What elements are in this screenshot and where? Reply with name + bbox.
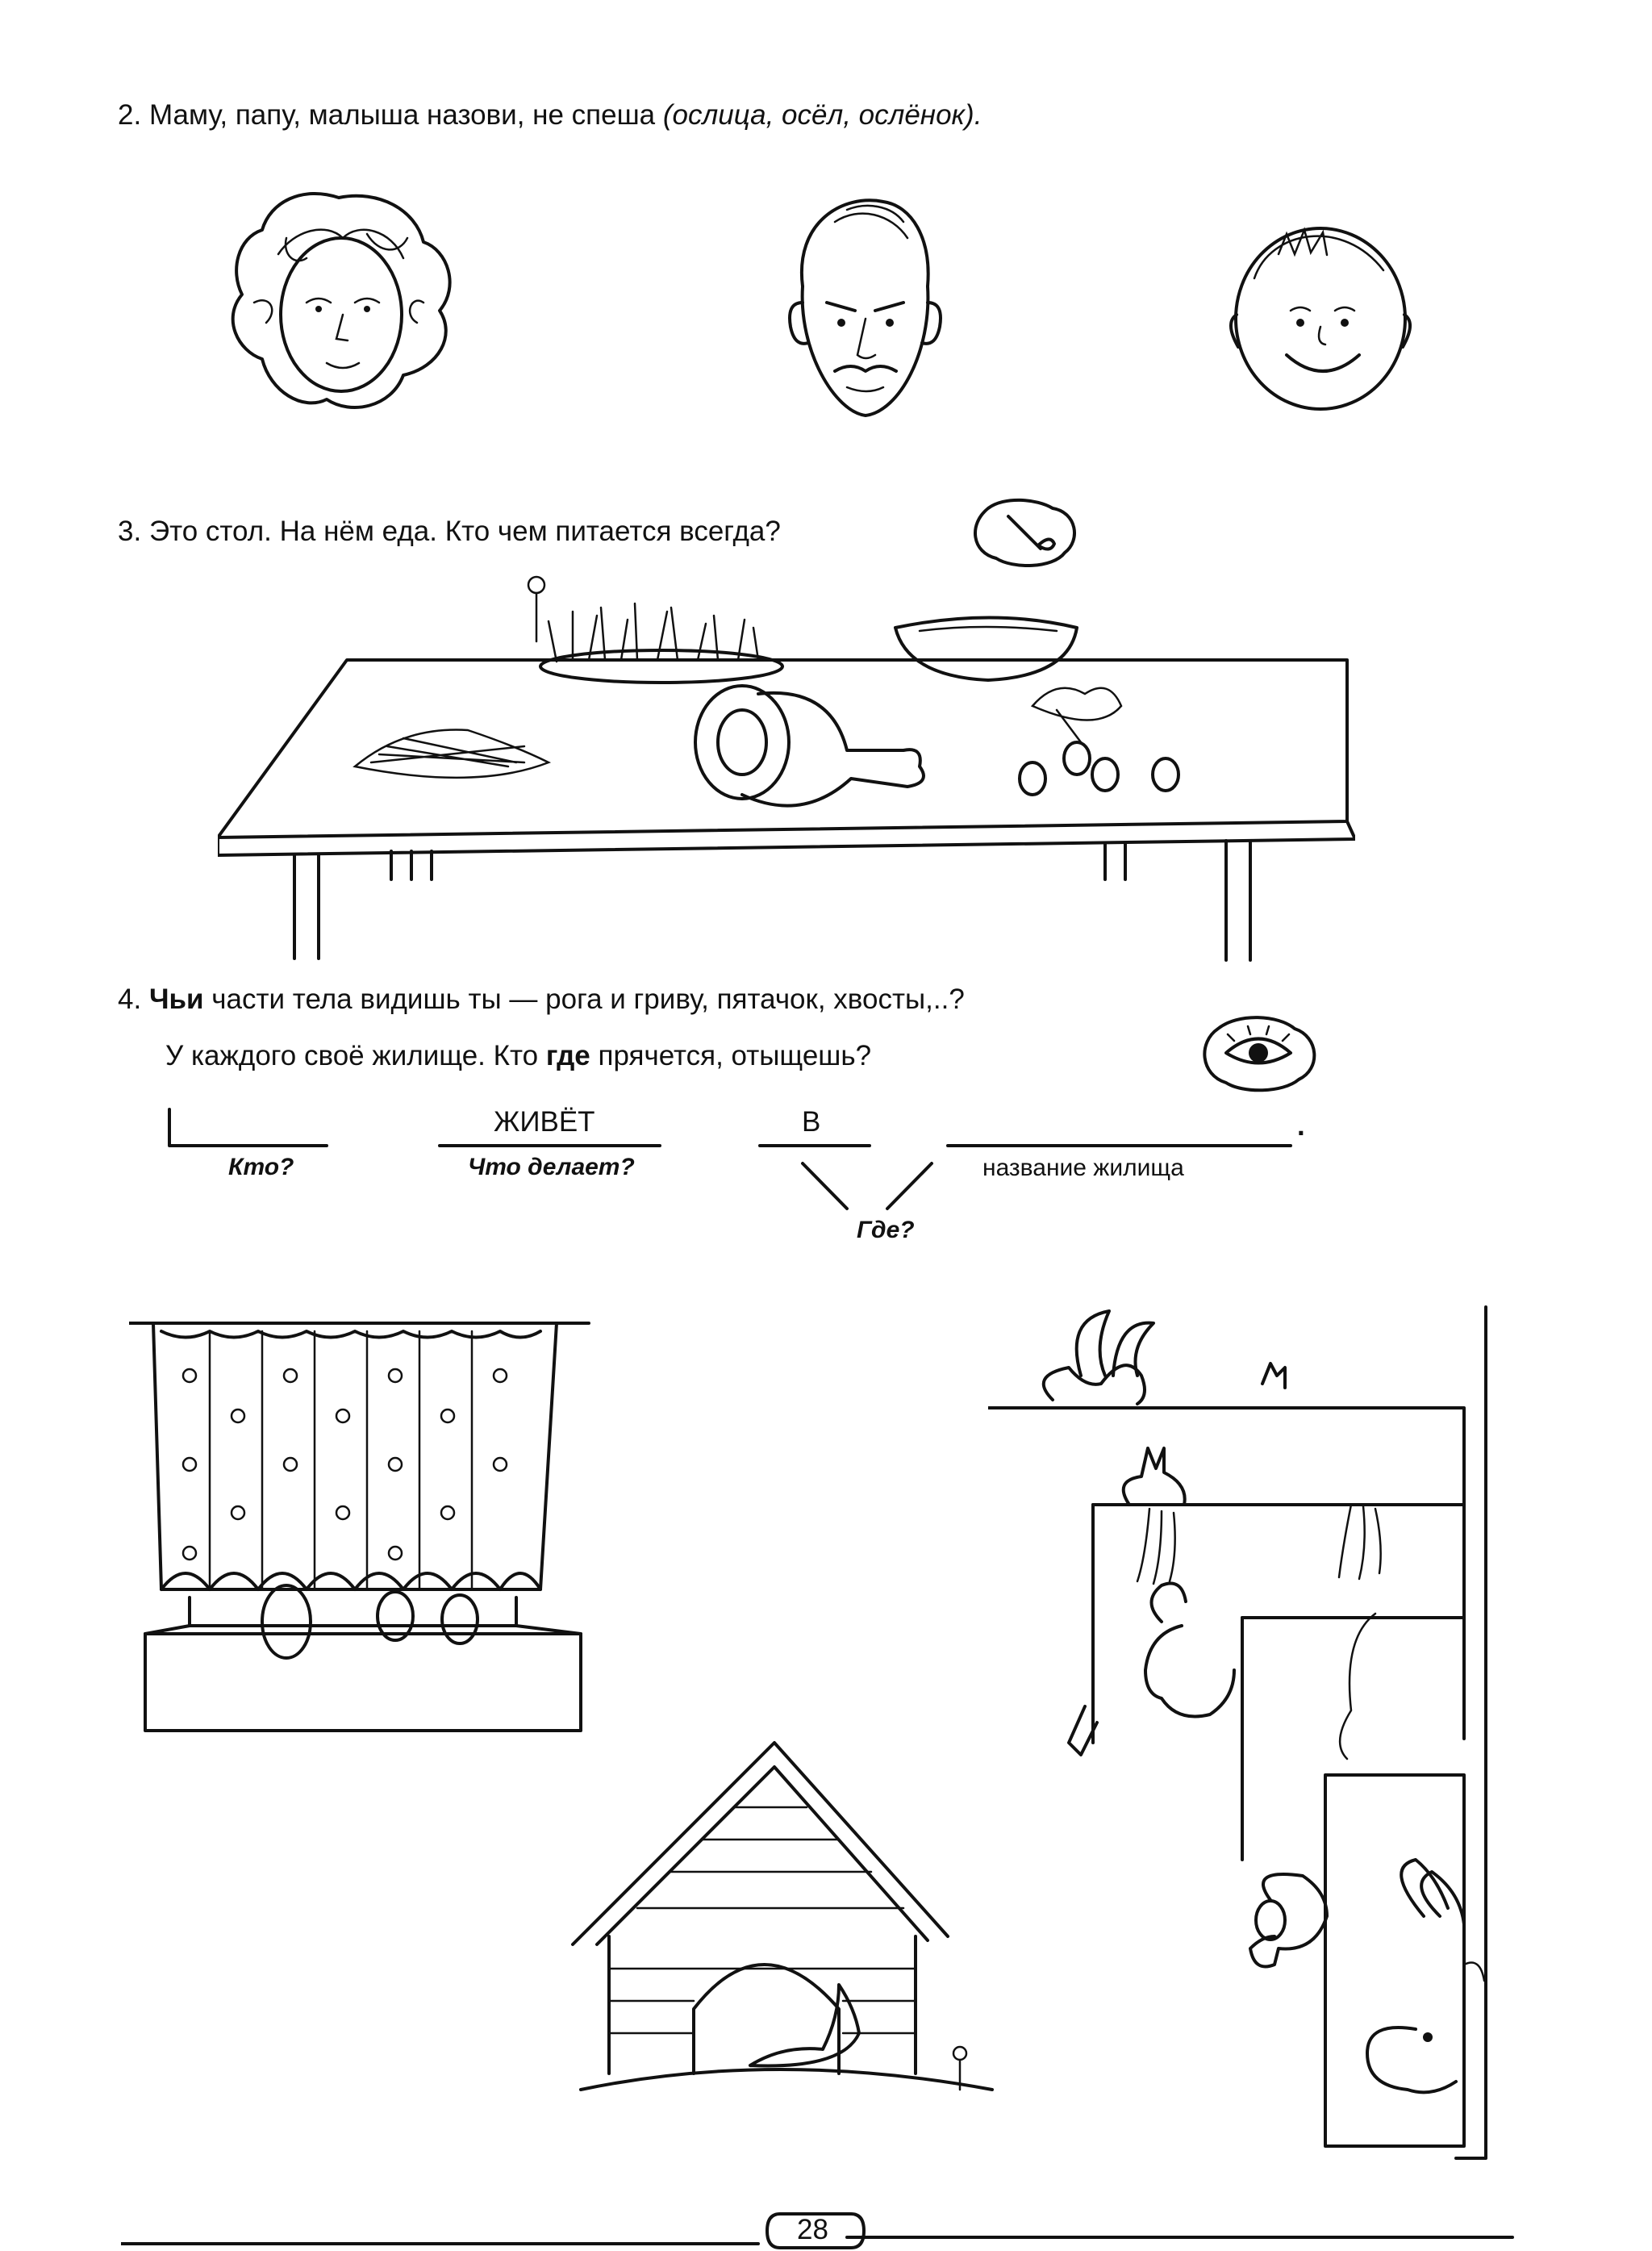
task4-number: 4. (118, 984, 142, 1015)
father-face-illustration (770, 190, 956, 428)
task4-bold-whose: Чьи (148, 984, 204, 1015)
task4-line1-text: части тела видишь ты — рога и гриву, пят… (211, 984, 965, 1015)
scheme-where-label: Где? (857, 1217, 915, 1243)
window-curtain-illustration (129, 1311, 597, 1739)
task4-bold-where: где (545, 1040, 590, 1071)
task2-number: 2. (118, 99, 142, 131)
barn-stalls-illustration (988, 1303, 1512, 2170)
task2-instruction: 2. Маму, папу, малыша назови, не спеша (… (118, 98, 982, 132)
task3-number: 3. (118, 516, 142, 547)
task3-text: Это стол. На нём еда. Кто чем питается в… (148, 516, 781, 547)
page-number-badge (762, 2211, 867, 2251)
table-with-food-illustration (218, 565, 1355, 964)
sentence-scheme (161, 1105, 1331, 1218)
scheme-home-label: название жилища (982, 1155, 1184, 1181)
child-face-illustration (1222, 214, 1420, 416)
eye-bubble-icon (1194, 1009, 1323, 1097)
task3-instruction: 3. Это стол. На нём еда. Кто чем питаетс… (118, 515, 781, 549)
doghouse-illustration (565, 1735, 1016, 2122)
task4-line1: 4. Чьи части тела видишь ты — рога и гри… (118, 983, 965, 1017)
mother-face-illustration (206, 182, 472, 424)
scheme-preposition: В (802, 1106, 821, 1138)
footer-rule (121, 2232, 1516, 2249)
task4-line2-start: У каждого своё жилище. Кто (165, 1040, 539, 1071)
task2-hint: (ослица, осёл, ослёнок). (662, 99, 982, 131)
task4-line2-end: прячется, отыщешь? (598, 1040, 872, 1071)
scheme-who-label: Кто? (228, 1154, 294, 1180)
brush-bubble-icon (964, 492, 1085, 573)
task2-text: Маму, папу, малыша назови, не спеша (148, 99, 656, 131)
scheme-period: . (1297, 1110, 1305, 1142)
scheme-what-label: Что делает? (468, 1154, 635, 1180)
scheme-verb: ЖИВЁТ (494, 1106, 595, 1138)
page-number: 28 (797, 2214, 828, 2245)
task4-line2: У каждого своё жилище. Кто где прячется,… (165, 1039, 871, 1073)
